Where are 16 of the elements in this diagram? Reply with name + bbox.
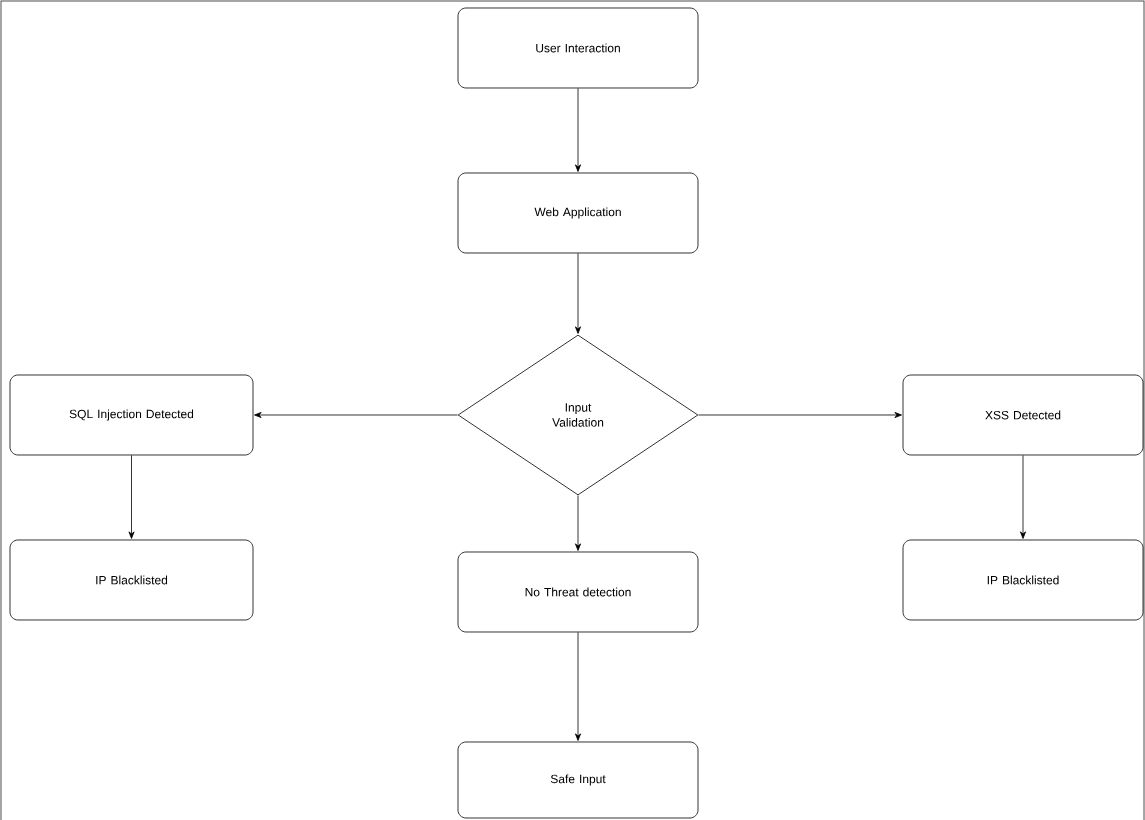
arrow	[575, 253, 581, 334]
arrow	[575, 88, 581, 172]
process-box: User Interaction	[457, 7, 699, 89]
process-box: SQL Injection Detected	[9, 374, 254, 456]
arrow	[698, 412, 902, 418]
process-box: XSS Detected	[902, 374, 1144, 456]
arrow	[575, 495, 581, 551]
process-box: No Threat detection	[457, 551, 699, 633]
arrow	[1020, 455, 1026, 539]
arrow	[254, 412, 458, 418]
process-box: IP Blacklisted	[902, 539, 1144, 621]
process-box: Web Application	[457, 172, 699, 254]
process-box: IP Blacklisted	[9, 539, 254, 621]
arrow	[128, 455, 135, 539]
process-box: Safe Input	[457, 741, 699, 819]
arrow	[575, 632, 581, 741]
